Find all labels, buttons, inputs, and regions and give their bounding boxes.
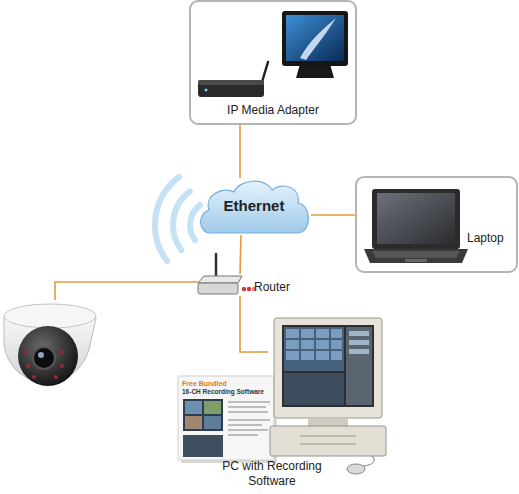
node-label: Router bbox=[254, 280, 304, 295]
network-link bbox=[239, 125, 241, 178]
pc-illustration bbox=[270, 318, 386, 474]
node-label: Laptop bbox=[467, 231, 517, 246]
brochure-text: 16-CH Recording Software bbox=[182, 388, 264, 397]
router-node: Router bbox=[196, 274, 306, 296]
laptop-illustration bbox=[364, 189, 468, 263]
node-label: PC with Recording Software bbox=[202, 459, 342, 489]
network-link bbox=[240, 235, 241, 274]
device-box: Laptop bbox=[355, 176, 518, 273]
router-illustration bbox=[198, 254, 256, 294]
wireless-waves bbox=[155, 177, 200, 261]
media-adapter-illustration bbox=[198, 11, 348, 97]
network-link bbox=[240, 296, 268, 352]
network-cloud: Ethernet bbox=[197, 178, 311, 235]
node-label: IP Media Adapter bbox=[191, 103, 355, 118]
pc-node: PC with Recording Software bbox=[268, 318, 383, 490]
brochure-text: Free Bundled bbox=[182, 379, 227, 388]
camera-illustration bbox=[4, 282, 198, 386]
network-link bbox=[311, 214, 355, 216]
cloud-label: Ethernet bbox=[197, 197, 311, 215]
device-box: IP Media Adapter bbox=[189, 0, 357, 125]
software-brochure bbox=[178, 376, 277, 463]
